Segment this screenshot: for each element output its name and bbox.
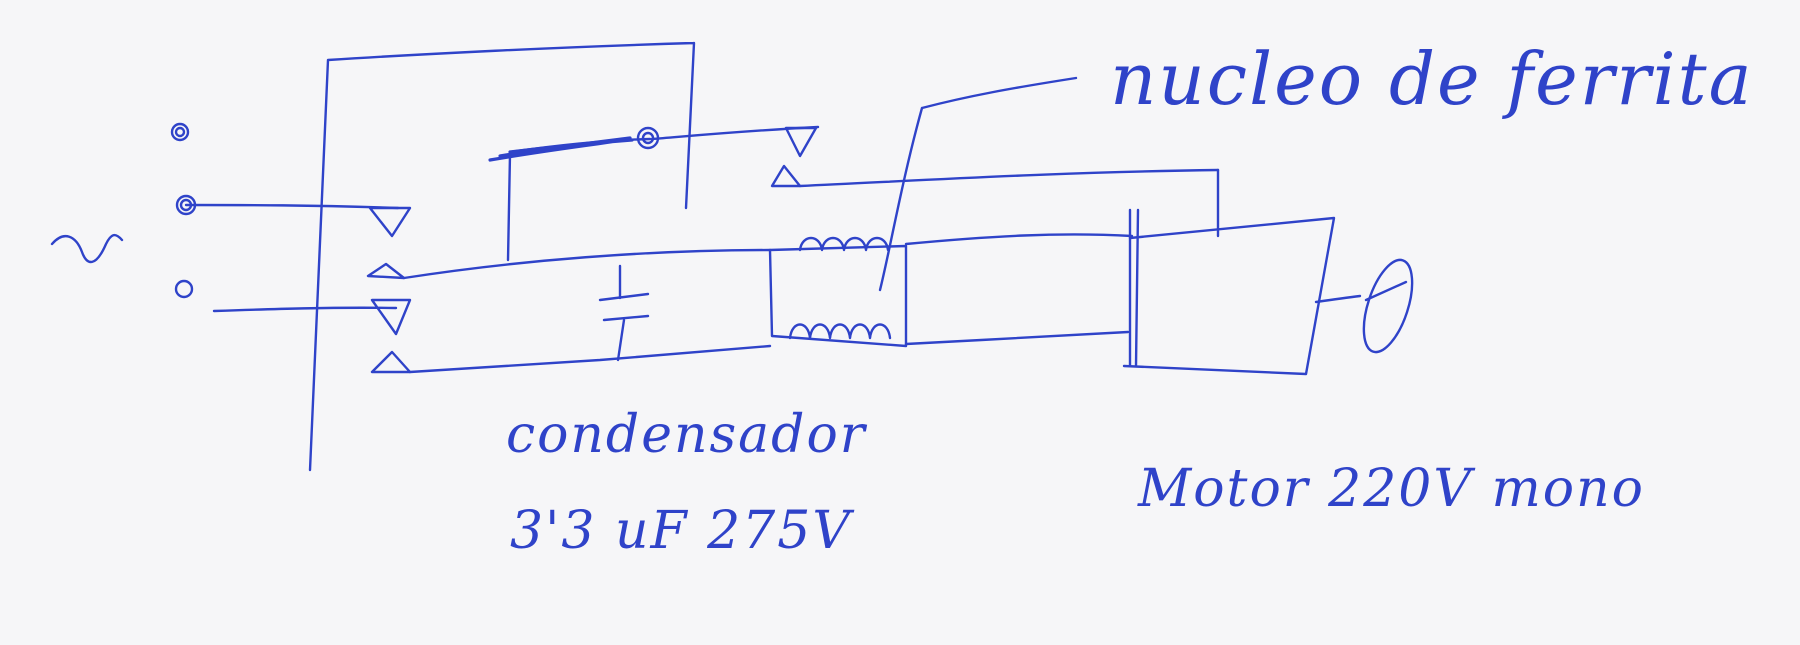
capacitor-value-label: 3'3 uF 275V [510,501,854,561]
ac-source-icon [50,233,124,264]
lower-main-wire [408,330,1130,374]
capacitor-icon [598,264,650,362]
motor-label: Motor 220V mono [1137,459,1645,519]
motor-block [1122,208,1362,376]
upper-contact-triangles [366,206,412,280]
switch-blade-shading [488,136,634,162]
bottom-input-wire [212,306,398,313]
terminal-group [170,122,197,299]
lower-contact-triangles [370,298,412,374]
switch-return-wire [798,168,1220,188]
ferrite-core-label: nucleo de ferrita [1110,37,1754,121]
upper-coil-icon [798,236,890,252]
ferrite-pointer-line [878,76,1078,292]
right-contact-triangles [770,126,818,188]
motor-shaft-icon [1362,258,1414,354]
bottom-terminal-icon [174,279,194,299]
switch-left-riser [506,152,512,262]
upper-main-wire [402,233,1134,280]
inductor-module [768,236,908,348]
top-terminal-icon [170,122,190,142]
capacitor-name-label: condensador [506,405,868,465]
lower-coil-icon [788,323,892,340]
switch-pivot-icon [636,126,660,150]
middle-input-wire [184,203,400,210]
enclosure-outline [308,41,696,472]
